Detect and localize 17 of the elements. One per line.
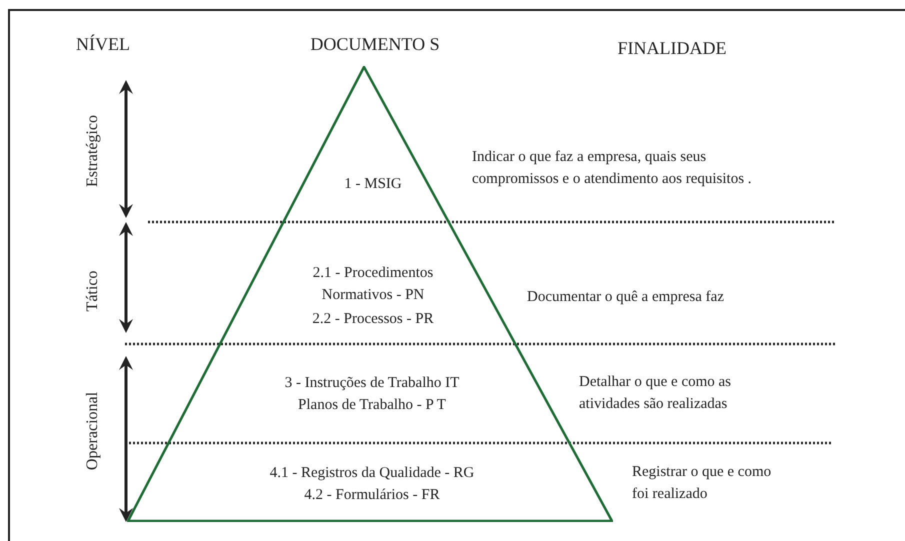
document-text: 3 - Instruções de Trabalho IT — [284, 374, 460, 393]
column-heading: FINALIDADE — [616, 37, 728, 60]
document-text: 1 - MSIG — [343, 175, 403, 194]
purpose-text: Indicar o que faz a empresa, quais seus compromissos e o atendimento aos requisitos . — [472, 148, 753, 189]
document-text: Planos de Trabalho - P T — [297, 396, 447, 415]
document-text: 2.2 - Processos - PR — [311, 310, 435, 329]
column-heading: DOCUMENTO S — [309, 33, 441, 56]
column-heading: NÍVEL — [75, 33, 131, 56]
document-text: 4.1 - Registros da Qualidade - RG — [268, 464, 476, 483]
purpose-text: Detalhar o que e como as atividades são realizadas — [579, 373, 732, 414]
level-label: Operacional — [83, 390, 102, 472]
document-text: 4.2 - Formulários - FR — [303, 486, 441, 505]
purpose-text: Documentar o quê a empresa faz — [527, 288, 725, 307]
level-label: Estratégico — [83, 114, 102, 189]
level-label: Tático — [83, 270, 102, 314]
document-text: 2.1 - Procedimentos Normativos - PN — [312, 264, 434, 305]
purpose-text: Registrar o que e como foi realizado — [632, 463, 772, 504]
